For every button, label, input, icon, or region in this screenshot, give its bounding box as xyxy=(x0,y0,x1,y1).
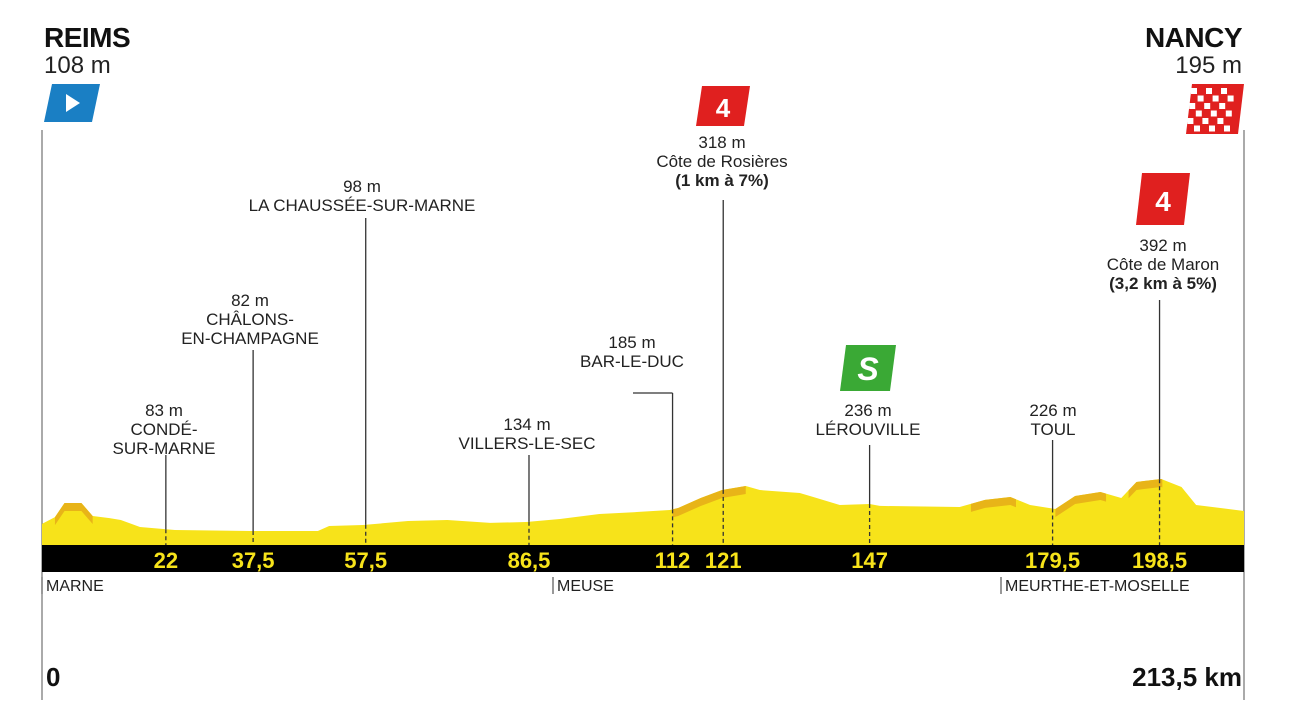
climb-band xyxy=(54,503,93,526)
climb-band xyxy=(672,485,746,518)
checker-square xyxy=(1191,88,1197,94)
checker-square xyxy=(1224,125,1230,132)
checker-square xyxy=(1197,95,1204,102)
km-mark-label: 57,5 xyxy=(344,548,387,573)
sprint-icon: S xyxy=(840,345,896,391)
distance-start: 0 xyxy=(46,662,61,692)
checker-square xyxy=(1195,110,1202,117)
start-city: REIMS xyxy=(44,22,131,53)
climb-band xyxy=(970,497,1016,512)
checker-square xyxy=(1189,103,1196,109)
climb-band xyxy=(1055,491,1107,517)
climb-band xyxy=(1128,479,1163,499)
checker-square xyxy=(1219,103,1226,109)
km-mark-label: 198,5 xyxy=(1132,548,1187,573)
svg-text:4: 4 xyxy=(716,93,731,123)
category-4-icon: 4 xyxy=(1136,173,1190,225)
department-meuse: MEUSE xyxy=(557,578,614,595)
checker-square xyxy=(1212,95,1219,102)
profile-area xyxy=(42,479,1244,545)
km-mark-label: 112 xyxy=(655,548,691,573)
checker-square xyxy=(1202,118,1209,124)
department-meurthe-et-moselle: MEURTHE-ET-MOSELLE xyxy=(1005,578,1190,595)
km-mark-label: 86,5 xyxy=(508,548,551,573)
svg-text:4: 4 xyxy=(1155,186,1171,217)
category-4-icon: 4 xyxy=(696,86,750,126)
distance-end: 213,5 km xyxy=(1132,662,1242,692)
checker-square xyxy=(1225,110,1232,117)
finish-city: NANCY xyxy=(1144,22,1243,53)
checker-square xyxy=(1194,125,1200,132)
checker-square xyxy=(1206,88,1212,94)
checkered-finish-flag-icon xyxy=(1186,84,1244,134)
km-mark-label: 147 xyxy=(851,548,888,573)
finish-altitude: 195 m xyxy=(1175,52,1242,79)
department-marne: MARNE xyxy=(46,578,104,595)
km-mark-label: 121 xyxy=(705,548,742,573)
km-mark-label: 22 xyxy=(154,548,178,573)
km-mark-label: 37,5 xyxy=(232,548,275,573)
checker-square xyxy=(1221,88,1227,94)
svg-text:S: S xyxy=(857,351,879,387)
checker-square xyxy=(1210,110,1217,117)
checker-square xyxy=(1187,118,1194,124)
checker-square xyxy=(1227,95,1234,102)
checker-square xyxy=(1209,125,1215,132)
km-mark-label: 179,5 xyxy=(1025,548,1080,573)
km-bar xyxy=(42,545,1244,572)
checker-square xyxy=(1204,103,1211,109)
start-flag-icon xyxy=(44,84,100,122)
start-altitude: 108 m xyxy=(44,52,111,79)
checker-square xyxy=(1217,118,1224,124)
